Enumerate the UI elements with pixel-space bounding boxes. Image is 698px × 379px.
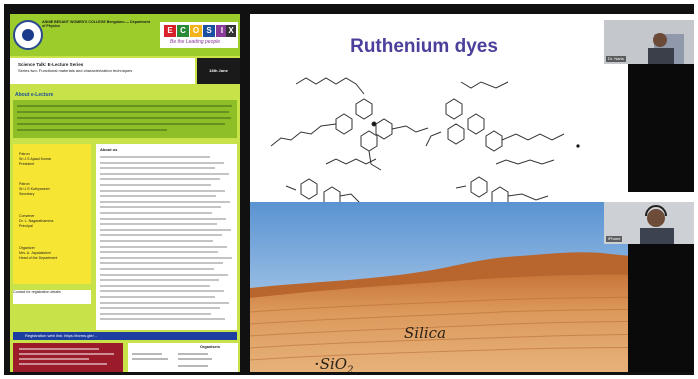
sio2-subscript: 2 xyxy=(347,365,354,372)
organisers-heading: Organisers xyxy=(200,345,221,349)
text-line xyxy=(100,200,230,203)
text-line xyxy=(178,358,212,360)
text-line xyxy=(100,167,215,170)
text-line xyxy=(100,240,213,242)
committee-title: Head of the Department xyxy=(19,256,58,260)
video-off-area xyxy=(628,64,694,192)
committee-role: Patron xyxy=(19,182,30,186)
text-line xyxy=(100,296,215,298)
text-line xyxy=(100,284,210,287)
text-line xyxy=(100,189,225,192)
committee-title: Secretary xyxy=(19,192,35,196)
text-line xyxy=(17,111,229,113)
committee-role: Organizer xyxy=(19,246,35,250)
text-line xyxy=(17,105,232,107)
registration-note: Contact for registration details xyxy=(13,290,91,304)
text-line xyxy=(100,251,218,254)
committee-name: Sri J.S Kuthyanesh xyxy=(19,187,50,191)
poster-header: ANNIE BESANT WOMEN'S COLLEGE Bengaluru —… xyxy=(10,14,240,56)
series-title: Science Talk: E-Lecture Series xyxy=(18,62,84,67)
organisers-block: Organisers xyxy=(128,343,238,372)
sio2-formula: SiO xyxy=(319,355,348,372)
brand-letter: C xyxy=(177,25,189,37)
about-heading: About e-Lecture xyxy=(15,92,54,98)
text-line xyxy=(100,223,217,226)
text-line xyxy=(100,161,224,164)
brand-banner: E C O S I X Be the Leading people xyxy=(160,22,238,48)
brand-tagline: Be the Leading people xyxy=(170,39,221,45)
text-line xyxy=(100,307,220,310)
text-line xyxy=(100,184,211,186)
committee-column: Patron Sri J.S Ajaad Kumar President Pat… xyxy=(13,144,91,284)
participant-video-tile[interactable]: Dr. Narla xyxy=(604,20,694,64)
text-line xyxy=(17,123,225,125)
text-line xyxy=(100,312,211,315)
about-text-block xyxy=(13,100,237,138)
text-line xyxy=(19,363,107,365)
text-line xyxy=(19,353,114,355)
participant-name: iPhone xyxy=(606,236,623,242)
about-us-heading: About us xyxy=(100,147,118,152)
event-date: 13th June xyxy=(197,58,240,84)
text-line xyxy=(17,129,167,131)
committee-title: Principal xyxy=(19,224,33,228)
text-line xyxy=(178,353,208,355)
text-line xyxy=(178,365,208,367)
text-line xyxy=(100,301,229,304)
committee-role: Patron xyxy=(19,152,30,156)
sio2-label: ·SiO2 xyxy=(314,354,353,372)
text-line xyxy=(100,206,221,209)
text-line xyxy=(100,234,222,237)
event-poster: ANNIE BESANT WOMEN'S COLLEGE Bengaluru —… xyxy=(10,14,240,372)
text-line xyxy=(100,195,216,198)
brand-letter: S xyxy=(203,25,215,37)
text-line xyxy=(100,212,212,214)
text-line xyxy=(100,318,225,321)
series-subtitle: Series two: Functional materials and cha… xyxy=(18,68,133,73)
ruthenium-dye-structures-icon xyxy=(270,77,580,208)
text-line xyxy=(100,256,232,259)
college-logo-icon xyxy=(13,20,43,50)
committee-title: President xyxy=(19,162,35,166)
participant-video-tile[interactable]: iPhone xyxy=(604,202,694,244)
text-line xyxy=(100,273,228,276)
text-line xyxy=(100,228,231,231)
committee-name: Sri J.S Ajaad Kumar xyxy=(19,157,52,161)
silica-label: Silica xyxy=(404,324,447,342)
presentation-slide: Ruthenium dyes xyxy=(250,14,694,372)
text-line xyxy=(100,268,214,270)
desert-dunes-image xyxy=(250,202,694,372)
brand-letter: O xyxy=(190,25,202,37)
text-line xyxy=(100,172,229,175)
text-line xyxy=(100,262,223,265)
text-line xyxy=(100,178,220,181)
text-line xyxy=(100,290,224,293)
text-line xyxy=(19,358,89,360)
text-line xyxy=(100,279,219,282)
text-line xyxy=(100,156,210,158)
resource-person-block xyxy=(13,343,123,372)
committee-role: Convener xyxy=(19,214,35,218)
about-us-column: About us xyxy=(96,144,237,330)
text-line xyxy=(17,117,231,119)
brand-letter: I xyxy=(216,25,228,37)
text-line xyxy=(100,217,226,220)
committee-name: Dr. L. Nagarathamma xyxy=(19,219,54,223)
text-line xyxy=(132,353,162,355)
text-line xyxy=(132,358,168,360)
video-off-area xyxy=(628,244,694,372)
participant-name: Dr. Narla xyxy=(606,56,626,62)
registration-link[interactable]: Registration web link: https://forms.gle… xyxy=(13,332,237,340)
series-banner: Science Talk: E-Lecture Series Series tw… xyxy=(10,58,195,84)
brand-letter: X xyxy=(226,25,236,37)
slide-title: Ruthenium dyes xyxy=(350,36,498,57)
text-line xyxy=(19,348,99,350)
brand-letter: E xyxy=(164,25,176,37)
committee-name: Mrs. A. Jayalakshmi xyxy=(19,251,51,255)
text-line xyxy=(100,245,227,248)
college-name: ANNIE BESANT WOMEN'S COLLEGE Bengaluru —… xyxy=(42,20,151,29)
